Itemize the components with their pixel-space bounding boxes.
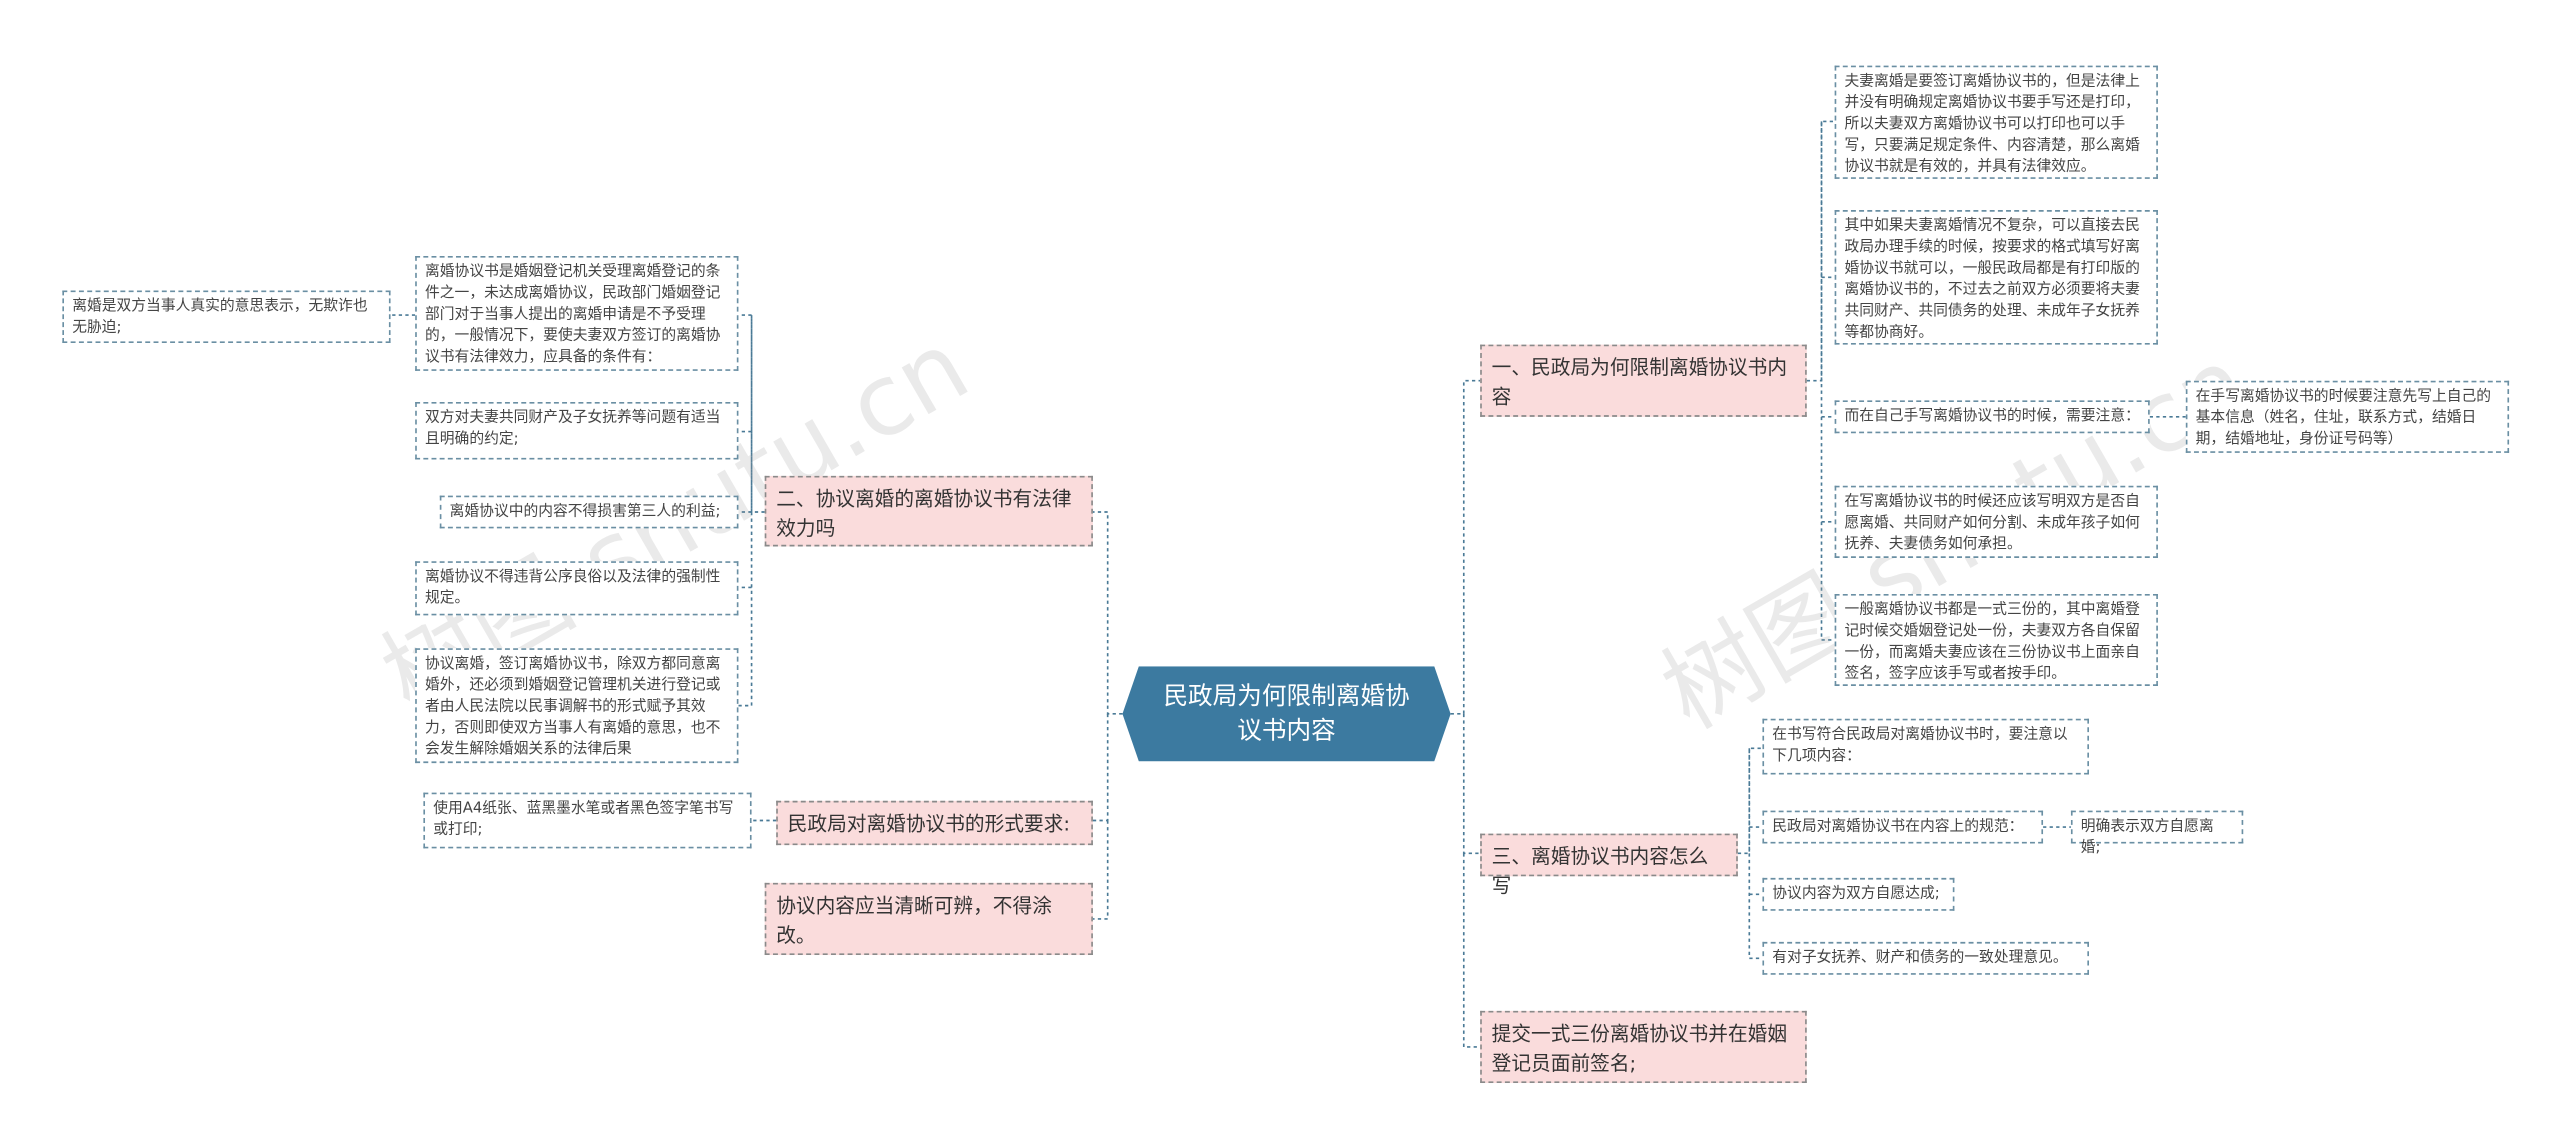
topic-4[interactable]: 民政局对离婚协议书的形式要求: [776,800,1093,846]
central-topic[interactable]: 民政局为何限制离婚协议书内容 [1122,666,1450,761]
leaf-l5[interactable]: 协议离婚，签订离婚协议书，除双方都同意离婚外，还必须到婚姻登记管理机关进行登记或… [415,648,739,764]
leaf-r3a[interactable]: 在手写离婚协议书的时候要注意先写上自己的基本信息（姓名，住址，联系方式，结婚日期… [2185,380,2510,453]
leaf-r2[interactable]: 其中如果夫妻离婚情况不复杂，可以直接去民政局办理手续的时候，按要求的格式填写好离… [1834,210,2158,345]
leaf-l3[interactable]: 离婚协议中的内容不得损害第三人的利益; [439,495,739,529]
topic-1[interactable]: 一、民政局为何限制离婚协议书内容 [1480,344,1807,417]
leaf-s2a[interactable]: 明确表示双方自愿离婚; [2070,810,2244,857]
leaf-r3[interactable]: 而在自己手写离婚协议书的时候，需要注意： [1834,400,2150,434]
connector [1748,748,1763,960]
connector [1092,713,1109,822]
topic-3[interactable]: 三、离婚协议书内容怎么写 [1480,833,1738,898]
connector [1462,713,1481,855]
connector [1092,820,1109,920]
leaf-s2[interactable]: 民政局对离婚协议书在内容上的规范： [1762,810,2044,844]
leaf-r5[interactable]: 一般离婚协议书都是一式三份的，其中离婚登记时候交婚姻登记处一份，夫妻双方各自保留… [1834,594,2158,686]
leaf-l2[interactable]: 双方对夫妻共同财产及子女抚养等问题有适当且明确的约定; [415,402,739,460]
topic-5[interactable]: 协议内容应当清晰可辨，不得涂改。 [764,882,1093,956]
leaf-l1a[interactable]: 离婚是双方当事人真实的意思表示，无欺诈也无胁迫; [62,290,391,343]
leaf-r1[interactable]: 夫妻离婚是要签订离婚协议书的，但是法律上并没有明确规定离婚协议书要手写还是打印，… [1834,65,2158,179]
connector [1806,120,1835,382]
leaf-s3[interactable]: 协议内容为双方自愿达成; [1762,877,1955,911]
connector [1450,379,1481,715]
leaf-l6[interactable]: 使用A4纸张、蓝黑墨水笔或者黑色签字笔书写或打印; [423,792,752,849]
leaf-l4[interactable]: 离婚协议不得违背公序良俗以及法律的强制性规定。 [415,561,739,616]
topic-6[interactable]: 提交一式三份离婚协议书并在婚姻登记员面前签名; [1480,1010,1807,1084]
connector [738,315,753,707]
topic-2[interactable]: 二、协议离婚的离婚协议书有法律效力吗 [764,475,1093,547]
connector [1092,511,1123,715]
leaf-l1[interactable]: 离婚协议书是婚姻登记机关受理离婚登记的条件之一，未达成离婚协议，民政部门婚姻登记… [415,255,739,371]
leaf-r4[interactable]: 在写离婚协议书的时候还应该写明双方是否自愿离婚、共同财产如何分割、未成年孩子如何… [1834,485,2158,558]
connector [1462,853,1481,1048]
leaf-s1[interactable]: 在书写符合民政局对离婚协议书时，要注意以下几项内容： [1762,718,2089,775]
connector [1820,121,1835,641]
leaf-s4[interactable]: 有对子女抚养、财产和债务的一致处理意见。 [1762,941,2089,975]
connector [1737,747,1763,855]
